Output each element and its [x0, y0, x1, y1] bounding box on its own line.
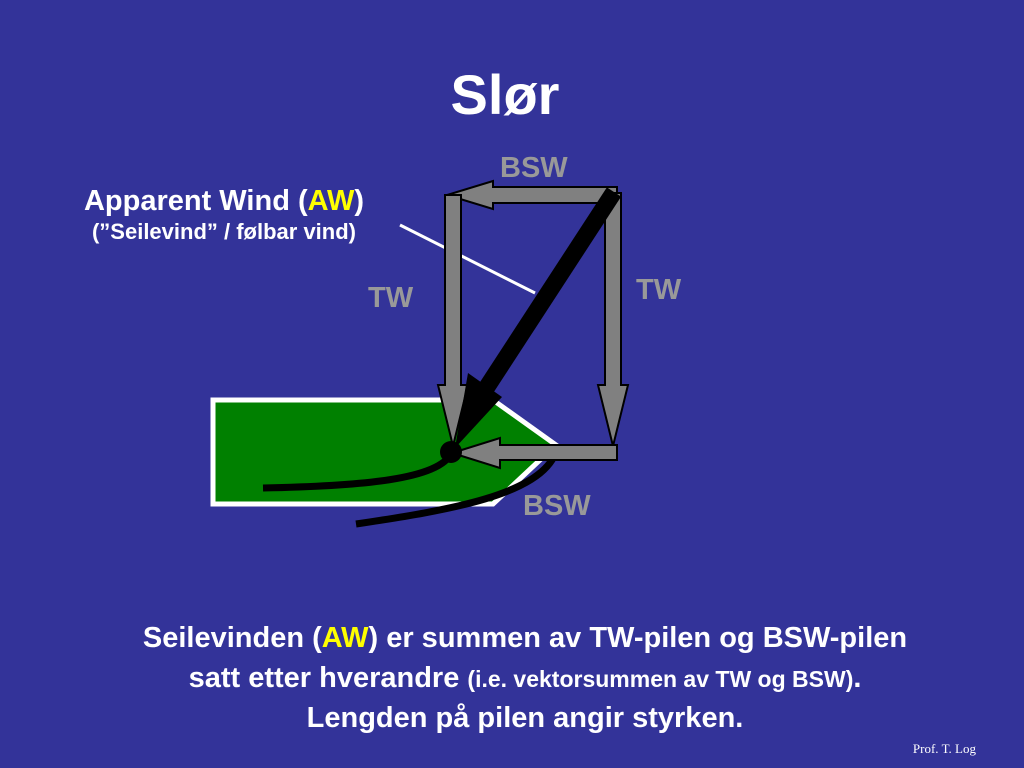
apparent-wind-label: Apparent Wind (AW) (”Seilevind” / følbar…	[0, 184, 448, 245]
bsw-arrow-bottom	[448, 436, 618, 470]
tw-label-right: TW	[636, 274, 682, 306]
apparent-wind-pointer	[399, 223, 536, 295]
caption-part3: satt etter hverandre	[188, 662, 468, 695]
bsw-label-top: BSW	[500, 152, 568, 184]
bsw-arrow-top	[443, 179, 618, 211]
pivot-point	[440, 441, 462, 463]
caption-part4: .	[853, 662, 862, 695]
caption-part2: ) er summen av TW-pilen og BSW-pilen	[368, 622, 908, 654]
slide-title: Slør	[450, 63, 560, 126]
caption-part1: Seilevinden (	[142, 622, 322, 654]
caption-line3: Lengden på pilen angir styrken.	[306, 702, 744, 735]
apparent-wind-line2: (”Seilevind” / følbar vind)	[91, 218, 357, 244]
aw-suffix: )	[354, 185, 365, 217]
sheet-line-upper	[262, 450, 456, 492]
tw-arrow-right	[596, 192, 630, 447]
tw-arrow-left	[436, 194, 470, 447]
caption-small: (i.e. vektorsummen av TW og BSW)	[467, 666, 854, 693]
aw-prefix: Apparent Wind (	[83, 185, 308, 217]
apparent-wind-line1: Apparent Wind (AW)	[0, 184, 448, 219]
tw-label-left: TW	[368, 282, 414, 314]
caption: Seilevinden (AW) er summen av TW-pilen o…	[40, 618, 1010, 738]
caption-aw: AW	[321, 622, 369, 654]
apparent-wind-arrow-shaft	[477, 187, 622, 395]
credit: Prof. T. Log	[912, 741, 976, 756]
bsw-label-bottom: BSW	[523, 490, 591, 522]
sheet-line-lower	[355, 450, 560, 528]
aw-abbr: AW	[307, 185, 355, 217]
apparent-wind-arrow-head	[455, 373, 502, 448]
